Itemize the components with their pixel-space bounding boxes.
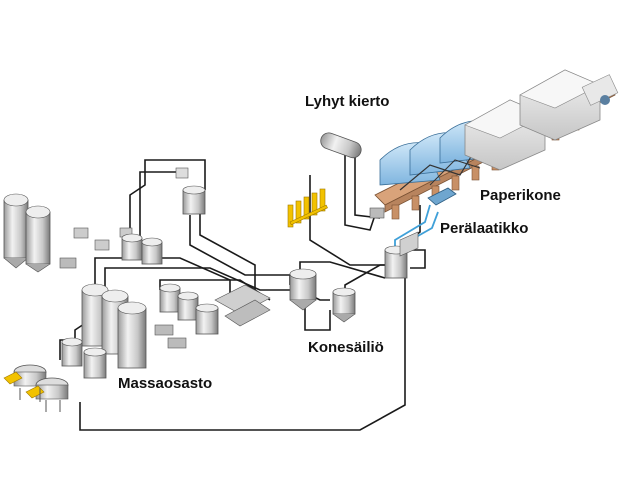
label-konesailio: Konesäiliö [308,339,384,356]
label-paperikone: Paperikone [480,187,561,204]
label-massaosasto: Massaosasto [118,375,213,392]
machine-chest-tanks [289,268,356,323]
wire-rack [287,188,328,228]
top-left-storage-tanks [3,167,206,273]
paper-machine [374,69,619,220]
short-circulation-equipment [287,132,419,279]
headbox [427,187,457,206]
pulp-department-equipment [3,283,271,412]
label-peralaatikko: Perälaatikko [440,220,529,237]
label-lyhyt-kierto: Lyhyt kierto [305,93,390,110]
